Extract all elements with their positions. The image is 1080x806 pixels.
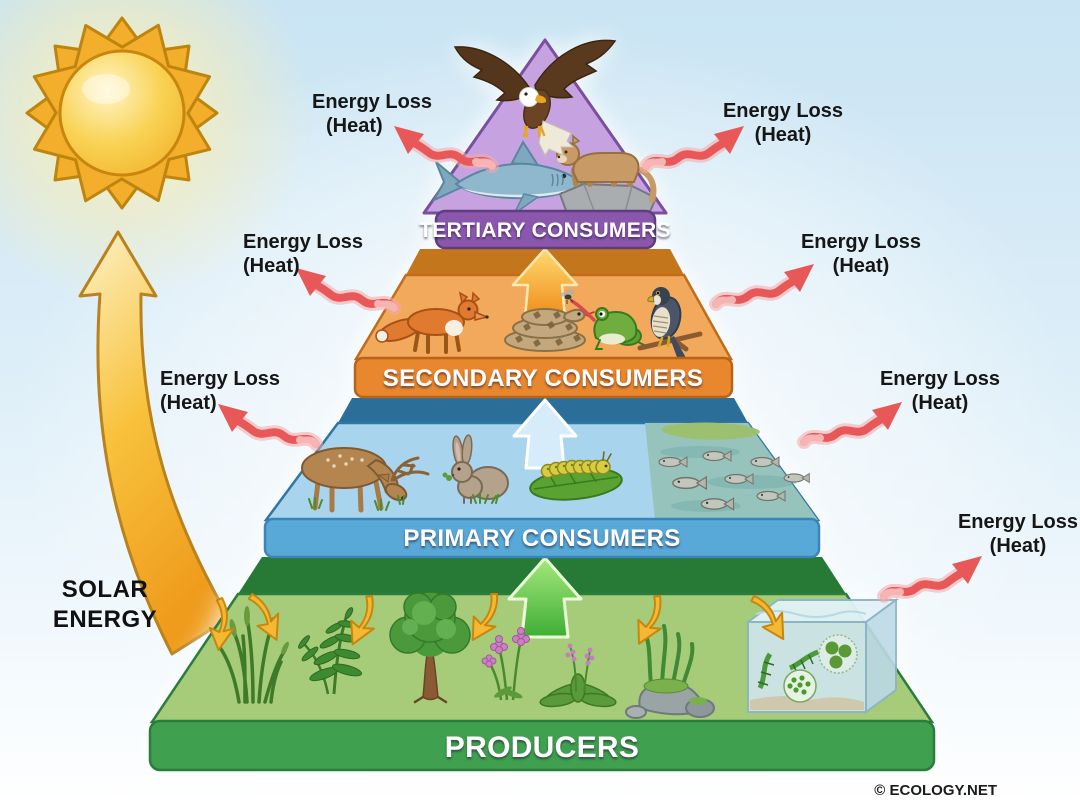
energy-loss-label: (Heat)	[755, 124, 812, 146]
energy-loss-right-primary: Energy Loss (Heat)	[804, 368, 1000, 442]
producers-level: PRODUCERS	[148, 556, 936, 772]
primary-label: PRIMARY CONSUMERS	[403, 525, 680, 552]
primary-band	[263, 517, 821, 559]
energy-loss-right-producers: Energy Loss (Heat)	[884, 511, 1078, 596]
wildflowers-icon	[481, 627, 530, 701]
copyright-text: © ECOLOGY.NET	[874, 782, 997, 799]
secondary-band	[353, 356, 734, 399]
solar-label-line1: SOLAR	[62, 576, 149, 603]
solar-energy-label: SOLAR ENERGY	[53, 576, 157, 633]
fern-icon	[298, 607, 363, 695]
shark-icon	[431, 140, 584, 215]
energy-loss-label: Energy Loss	[160, 368, 280, 390]
fish-school-icon	[645, 422, 818, 520]
sun-icon	[25, 16, 219, 210]
energy-loss-right-tertiary: Energy Loss (Heat)	[646, 100, 843, 166]
energy-loss-label: Energy Loss	[723, 100, 843, 122]
energy-loss-label: (Heat)	[326, 115, 383, 137]
energy-loss-label: Energy Loss	[312, 91, 432, 113]
tertiary-consumers-level: TERTIARY CONSUMERS	[419, 38, 671, 250]
frog-with-insect-icon	[560, 289, 647, 350]
energy-loss-label: (Heat)	[243, 255, 300, 277]
deer-icon	[301, 447, 430, 513]
caterpillar-on-leaf-icon	[529, 451, 623, 501]
fox-icon	[375, 291, 490, 354]
flowering-plant-icon	[539, 643, 617, 708]
snake-icon	[504, 308, 595, 352]
energy-loss-left-secondary: Energy Loss (Heat)	[243, 231, 394, 308]
energy-loss-annotations: Energy Loss (Heat) Energy Loss (Heat) En…	[160, 91, 1078, 596]
tertiary-label: TERTIARY CONSUMERS	[419, 219, 671, 242]
tertiary-band	[434, 209, 657, 250]
secondary-consumers-level: SECONDARY CONSUMERS	[353, 247, 734, 399]
secondary-label: SECONDARY CONSUMERS	[383, 365, 703, 392]
energy-loss-label: (Heat)	[160, 392, 217, 414]
pyramid: PRODUCERS	[148, 38, 936, 772]
rabbit-icon	[442, 434, 509, 504]
producers-label: PRODUCERS	[445, 731, 639, 764]
energy-loss-label: Energy Loss	[880, 368, 1000, 390]
energy-loss-label: (Heat)	[833, 255, 890, 277]
energy-loss-label: Energy Loss	[243, 231, 363, 253]
energy-loss-label: (Heat)	[990, 535, 1047, 557]
primary-consumers-level: PRIMARY CONSUMERS	[263, 398, 821, 559]
flow-arrow-to-primary	[507, 556, 583, 639]
moss-rocks-seaweed-icon	[625, 624, 715, 719]
solar-energy-arrow	[78, 230, 231, 656]
energy-loss-label: Energy Loss	[801, 231, 921, 253]
energy-loss-label: Energy Loss	[958, 511, 1078, 533]
energy-loss-right-secondary: Energy Loss (Heat)	[716, 231, 921, 304]
algae-water-cube-icon	[744, 598, 900, 714]
producers-band	[148, 719, 936, 772]
eagle-icon	[453, 39, 617, 156]
insect-icon	[560, 289, 575, 304]
energy-loss-left-tertiary: Energy Loss (Heat)	[312, 91, 492, 166]
falcon-icon	[637, 287, 703, 360]
energy-loss-left-primary: Energy Loss (Heat)	[160, 368, 316, 444]
tree-icon	[389, 591, 471, 704]
energy-loss-label: (Heat)	[912, 392, 969, 414]
solar-label-line2: ENERGY	[53, 606, 157, 633]
